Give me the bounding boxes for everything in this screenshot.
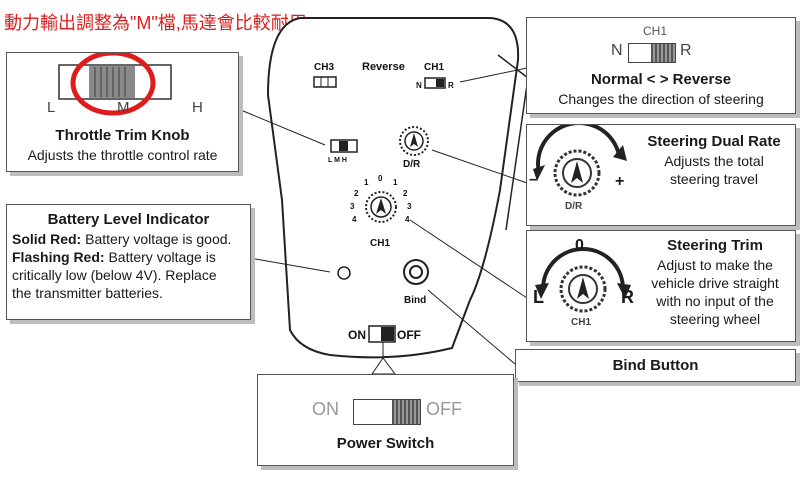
battery-led xyxy=(337,266,351,280)
leader-line xyxy=(249,257,331,273)
svg-text:1: 1 xyxy=(393,178,398,187)
throttle-m-label: M xyxy=(117,99,130,116)
reverse-switch-illustration xyxy=(628,43,676,63)
leader-line xyxy=(235,107,326,146)
ch1-r-label: R xyxy=(448,81,454,90)
power-title: Power Switch xyxy=(336,435,435,452)
ch1-n-label: N xyxy=(416,81,422,90)
reverse-ch-label: CH1 xyxy=(643,24,668,38)
trim-desc-3: with no input of the xyxy=(656,293,774,309)
battery-line-4: the transmitter batteries. xyxy=(12,285,163,301)
throttle-trim-callout: L M H Throttle Trim Knob Adjusts the thr… xyxy=(6,52,239,172)
highlight-circle xyxy=(70,53,156,116)
throttle-switch-slider xyxy=(89,66,135,98)
leader-line xyxy=(459,67,528,83)
power-callout: ON OFF Power Switch xyxy=(257,374,514,466)
ch1-trim-label: CH1 xyxy=(370,238,390,249)
adjust-note: 動力輸出調整為"M"檔,馬達會比較耐用 xyxy=(4,13,307,33)
trim-zero: 0 xyxy=(575,237,584,254)
trim-arc xyxy=(541,247,625,290)
steering-trim-callout: 0 L R CH1 Steering Trim Adjust to make t… xyxy=(526,230,796,342)
dual-rate-desc-2: steering travel xyxy=(670,171,758,187)
battery-line-2: Flashing Red: Battery voltage is xyxy=(12,249,216,265)
throttle-h-label: H xyxy=(192,99,203,116)
battery-title: Battery Level Indicator xyxy=(47,211,210,228)
svg-text:4: 4 xyxy=(352,215,357,224)
trim-l: L xyxy=(533,287,544,307)
power-off-label: OFF xyxy=(426,399,462,419)
reverse-r-label: R xyxy=(680,42,692,59)
dual-rate-desc-1: Adjusts the total xyxy=(664,153,764,169)
trim-title: Steering Trim xyxy=(667,237,763,254)
power-on-label: ON xyxy=(312,399,339,419)
trim-scale: 0 1 1 2 2 3 3 4 4 xyxy=(350,174,412,224)
transmitter-body xyxy=(266,17,520,359)
trim-desc-2: vehicle drive straight xyxy=(651,275,779,291)
dual-rate-dr-label: D/R xyxy=(565,201,583,212)
svg-text:4: 4 xyxy=(405,215,410,224)
svg-text:2: 2 xyxy=(403,189,408,198)
ch1-reverse-label: CH1 xyxy=(424,62,444,73)
leader-line xyxy=(427,289,516,365)
bind-callout: Bind Button xyxy=(515,349,796,382)
bind-title: Bind Button xyxy=(612,357,699,374)
dual-rate-plus: + xyxy=(615,173,625,190)
ch3-label: CH3 xyxy=(314,62,334,73)
power-switch-illustration xyxy=(353,399,421,425)
throttle-l-label: L xyxy=(47,99,56,116)
trim-r: R xyxy=(621,287,634,307)
dual-rate-title: Steering Dual Rate xyxy=(647,133,781,150)
leader-line xyxy=(409,219,528,299)
svg-text:1: 1 xyxy=(364,178,369,187)
svg-text:2: 2 xyxy=(354,189,359,198)
lmh-label: L M H xyxy=(328,157,347,164)
dual-rate-arc xyxy=(536,125,621,174)
device-off-label: OFF xyxy=(397,328,421,342)
dual-rate-minus: – xyxy=(529,171,538,188)
trim-desc-4: steering wheel xyxy=(669,311,761,327)
svg-text:3: 3 xyxy=(350,202,355,211)
reverse-callout: CH1 N R Normal < > Reverse Changes the d… xyxy=(526,17,796,114)
reverse-title: Normal < > Reverse xyxy=(590,71,732,88)
battery-line-1: Solid Red: Battery voltage is good. xyxy=(12,231,232,247)
throttle-desc: Adjusts the throttle control rate xyxy=(27,147,218,163)
trim-desc-1: Adjust to make the xyxy=(657,257,773,273)
throttle-title: Throttle Trim Knob xyxy=(55,127,190,144)
leader-line xyxy=(431,149,528,184)
battery-callout: Battery Level Indicator Solid Red: Batte… xyxy=(6,204,251,320)
svg-text:0: 0 xyxy=(378,174,383,183)
ch1-reverse-switch xyxy=(424,77,446,89)
trim-ch-label: CH1 xyxy=(571,317,592,328)
ch3-switch xyxy=(313,76,337,88)
bind-device-label: Bind xyxy=(404,295,426,306)
device-on-label: ON xyxy=(348,328,366,342)
reverse-desc: Changes the direction of steering xyxy=(558,91,764,107)
reverse-label: Reverse xyxy=(362,61,405,73)
dr-label: D/R xyxy=(403,159,421,170)
svg-text:3: 3 xyxy=(407,202,412,211)
reverse-n-label: N xyxy=(611,42,623,59)
dual-rate-callout: – + D/R Steering Dual Rate Adjusts the t… xyxy=(526,124,796,226)
battery-line-3: critically low (below 4V). Replace xyxy=(12,267,217,283)
